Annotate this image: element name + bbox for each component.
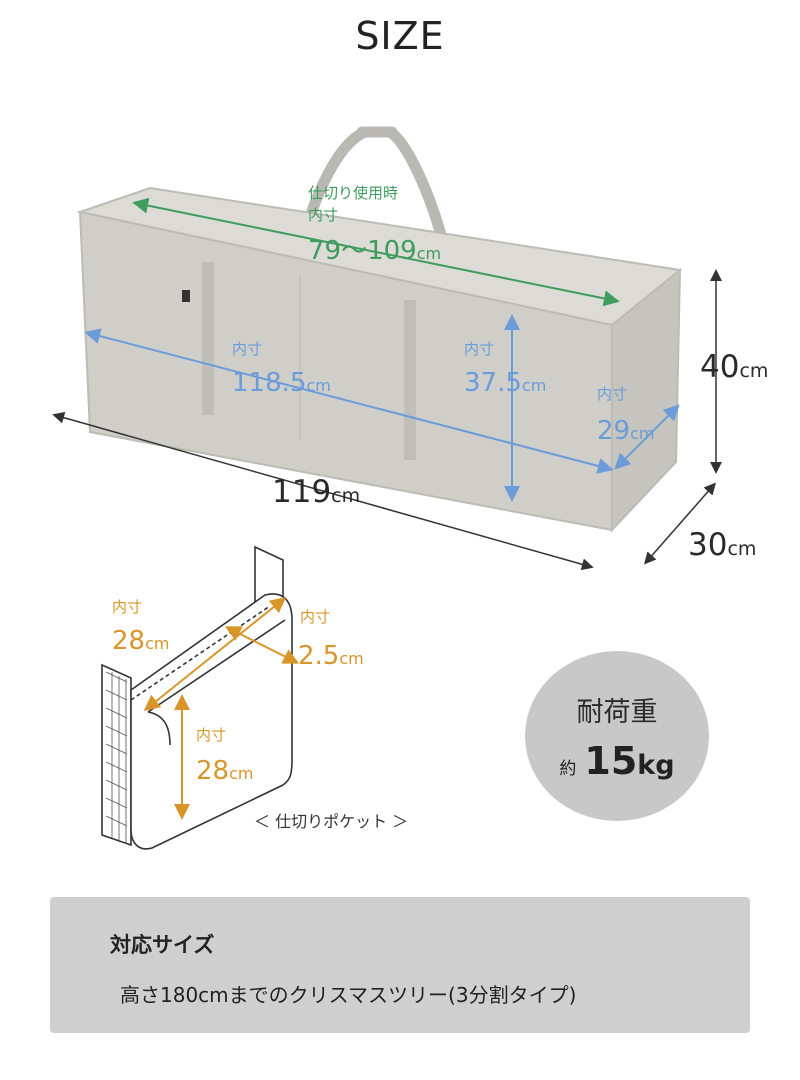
pocket-width-measure: 28cm	[112, 626, 170, 656]
compatible-size-panel: 対応サイズ 高さ180cmまでのクリスマスツリー(3分割タイプ)	[50, 897, 750, 1033]
partition-inner-label: 内寸	[308, 206, 339, 224]
outer-height-measure: 40cm	[700, 349, 769, 385]
inner-depth-measure: 29cm	[597, 416, 655, 446]
pocket-width-arrow	[143, 597, 287, 711]
inner-height-measure: 37.5cm	[464, 368, 547, 398]
partition-arrow	[132, 197, 620, 307]
partition-pocket-illustration	[101, 545, 293, 850]
partition-caption: 仕切り使用時	[308, 184, 399, 202]
inner-length-arrow	[84, 328, 614, 474]
load-capacity-badge: 耐荷重 約 15kg	[525, 651, 709, 821]
partition-measure: 79～109cm	[308, 236, 442, 266]
compatible-size-heading: 対応サイズ	[110, 933, 215, 957]
inner-height-label: 内寸	[464, 340, 495, 358]
load-title: 耐荷重	[576, 696, 658, 728]
inner-depth-arrow	[614, 404, 680, 470]
pocket-thickness-arrow	[224, 626, 300, 664]
page-title: SIZE	[355, 14, 445, 58]
pocket-caption: ＜ 仕切りポケット ＞	[254, 812, 409, 831]
load-unit: kg	[637, 749, 675, 781]
inner-length-label: 内寸	[232, 340, 263, 358]
load-approx: 約	[559, 758, 577, 779]
outer-length-measure: 119cm	[272, 474, 361, 510]
compatible-size-text: 高さ180cmまでのクリスマスツリー(3分割タイプ)	[120, 983, 577, 1007]
load-value: 15	[584, 738, 638, 783]
outer-depth-arrow	[644, 482, 716, 565]
inner-length-measure: 118.5cm	[232, 368, 331, 398]
outer-depth-measure: 30cm	[688, 527, 757, 563]
pocket-width-label: 内寸	[112, 598, 143, 616]
pocket-thickness-measure: 2.5cm	[298, 641, 364, 671]
pocket-height-label: 内寸	[196, 726, 227, 744]
inner-depth-label: 内寸	[597, 385, 628, 403]
pocket-height-measure: 28cm	[196, 756, 254, 786]
pocket-thickness-label: 内寸	[300, 608, 331, 626]
